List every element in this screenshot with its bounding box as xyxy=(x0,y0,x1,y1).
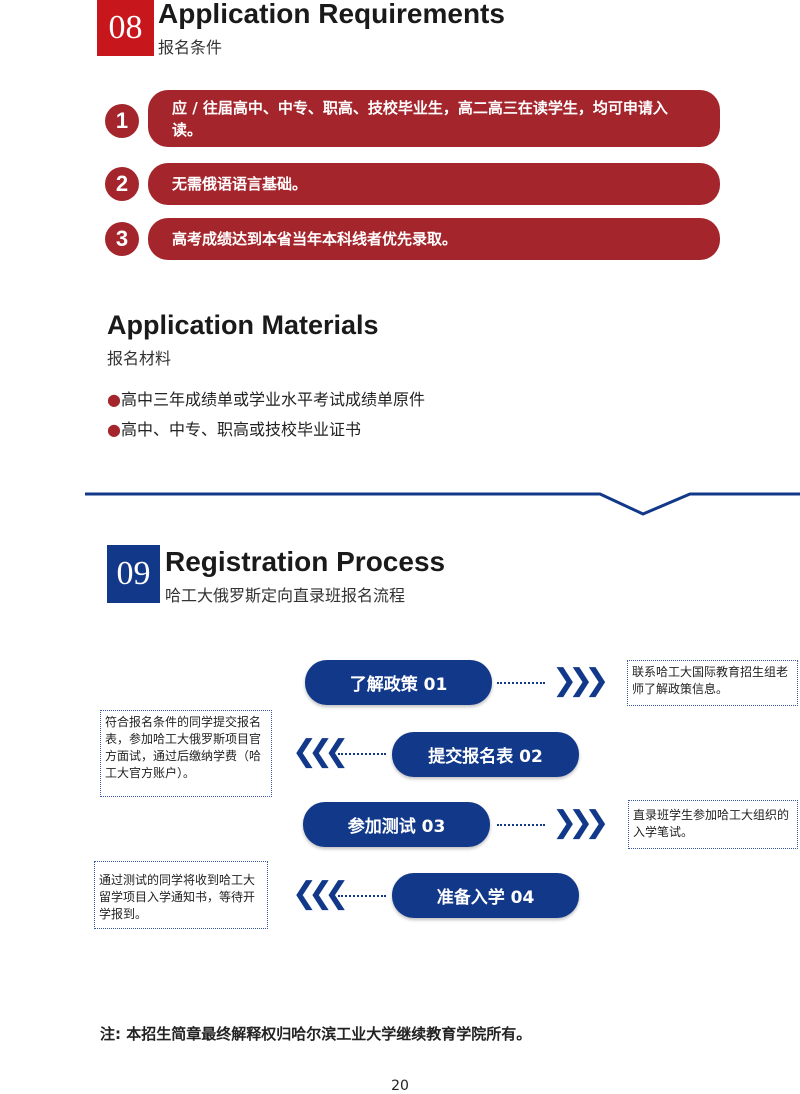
material-item: ●高中三年成绩单或学业水平考试成绩单原件 xyxy=(107,386,425,410)
step-2-description: 符合报名条件的同学提交报名表，参加哈工大俄罗斯项目官方面试，通过后缴纳学费（哈工… xyxy=(100,710,272,797)
chevron-right-icon: ❯❯❯ xyxy=(552,663,610,698)
section-title: Registration Process xyxy=(165,546,446,577)
step-1-description: 联系哈工大国际教育招生组老师了解政策信息。 xyxy=(627,660,798,706)
material-text: 高中、中专、职高或技校毕业证书 xyxy=(120,420,361,439)
step-3-description: 直录班学生参加哈工大组织的入学笔试。 xyxy=(628,800,798,849)
page-number: 20 xyxy=(391,1078,409,1094)
requirement-item: 应 / 往届高中、中专、职高、技校毕业生，高二高三在读学生，均可申请入读。 xyxy=(148,90,720,147)
bullet-icon: ● xyxy=(107,420,121,439)
section-number-badge: 09 xyxy=(107,545,160,603)
footnote-text: 本招生简章最终解释权归哈尔滨工业大学继续教育学院所有。 xyxy=(126,1025,532,1043)
connector-line xyxy=(497,682,545,684)
chevron-right-icon: ❯❯❯ xyxy=(552,805,610,840)
connector-line xyxy=(497,824,545,826)
connector-line xyxy=(338,895,386,897)
materials-subtitle: 报名材料 xyxy=(107,349,172,368)
footnote-label: 注: xyxy=(100,1025,121,1043)
requirement-item: 无需俄语语言基础。 xyxy=(148,163,720,205)
section-divider xyxy=(85,492,800,516)
bullet-icon: ● xyxy=(107,390,121,409)
step-2-pill: 提交报名表 02 xyxy=(392,732,579,777)
step-4-description: 通过测试的同学将收到哈工大留学项目入学通知书，等待开学报到。 xyxy=(94,861,268,929)
connector-line xyxy=(338,753,386,755)
section-subtitle: 哈工大俄罗斯定向直录班报名流程 xyxy=(165,586,406,605)
chevron-left-icon: ❮❮❮ xyxy=(292,734,350,769)
step-3-pill: 参加测试 03 xyxy=(303,802,490,847)
requirement-item: 高考成绩达到本省当年本科线者优先录取。 xyxy=(148,218,720,260)
requirement-text: 高考成绩达到本省当年本科线者优先录取。 xyxy=(172,230,458,248)
footnote: 注: 本招生简章最终解释权归哈尔滨工业大学继续教育学院所有。 xyxy=(100,1023,531,1044)
chevron-left-icon: ❮❮❮ xyxy=(292,876,350,911)
material-item: ●高中、中专、职高或技校毕业证书 xyxy=(107,416,361,440)
step-4-pill: 准备入学 04 xyxy=(392,873,579,918)
section-subtitle: 报名条件 xyxy=(158,38,223,57)
section-number-badge: 08 xyxy=(97,0,154,56)
step-1-pill: 了解政策 01 xyxy=(305,660,492,705)
requirement-number: 2 xyxy=(105,167,139,201)
requirement-text: 应 / 往届高中、中专、职高、技校毕业生，高二高三在读学生，均可申请入读。 xyxy=(172,98,668,139)
materials-title: Application Materials xyxy=(107,310,379,340)
requirement-text: 无需俄语语言基础。 xyxy=(172,175,308,193)
section-title: Application Requirements xyxy=(158,0,505,29)
requirement-number: 3 xyxy=(105,222,139,256)
requirement-number: 1 xyxy=(105,104,139,138)
material-text: 高中三年成绩单或学业水平考试成绩单原件 xyxy=(120,390,425,409)
